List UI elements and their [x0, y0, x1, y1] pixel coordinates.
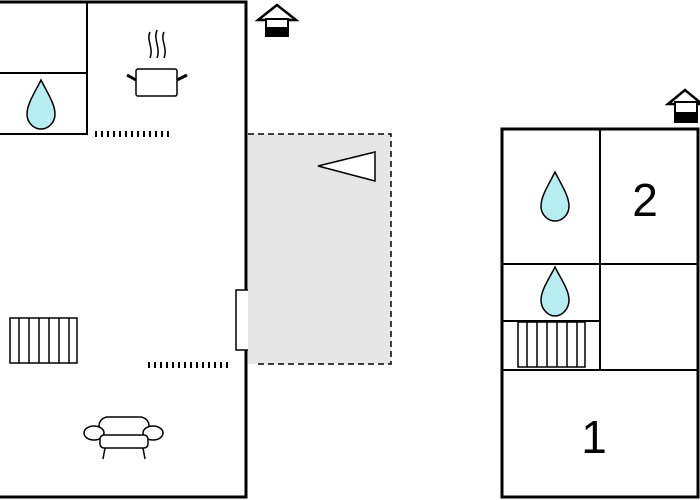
water-drop-icon: [540, 265, 570, 317]
room-number-1: 1: [581, 411, 607, 463]
water-drop-icon: [26, 78, 56, 130]
right-building: 2 1: [500, 88, 700, 499]
terrace: [248, 133, 392, 365]
house-entrance-icon: [254, 3, 300, 37]
radiator-icon: [517, 321, 586, 368]
left-building-outer-wall: [0, 0, 248, 499]
cooking-pot-icon: [126, 29, 188, 97]
house-entrance-icon: [664, 88, 700, 123]
armchair-icon: [83, 416, 164, 460]
radiator-icon: [9, 317, 78, 364]
left-building: [0, 0, 258, 499]
room-number-2: 2: [632, 174, 658, 226]
terrace-direction-triangle-icon: [317, 151, 376, 182]
terrace-dashed-border: [248, 133, 392, 365]
water-drop-icon: [540, 170, 570, 222]
